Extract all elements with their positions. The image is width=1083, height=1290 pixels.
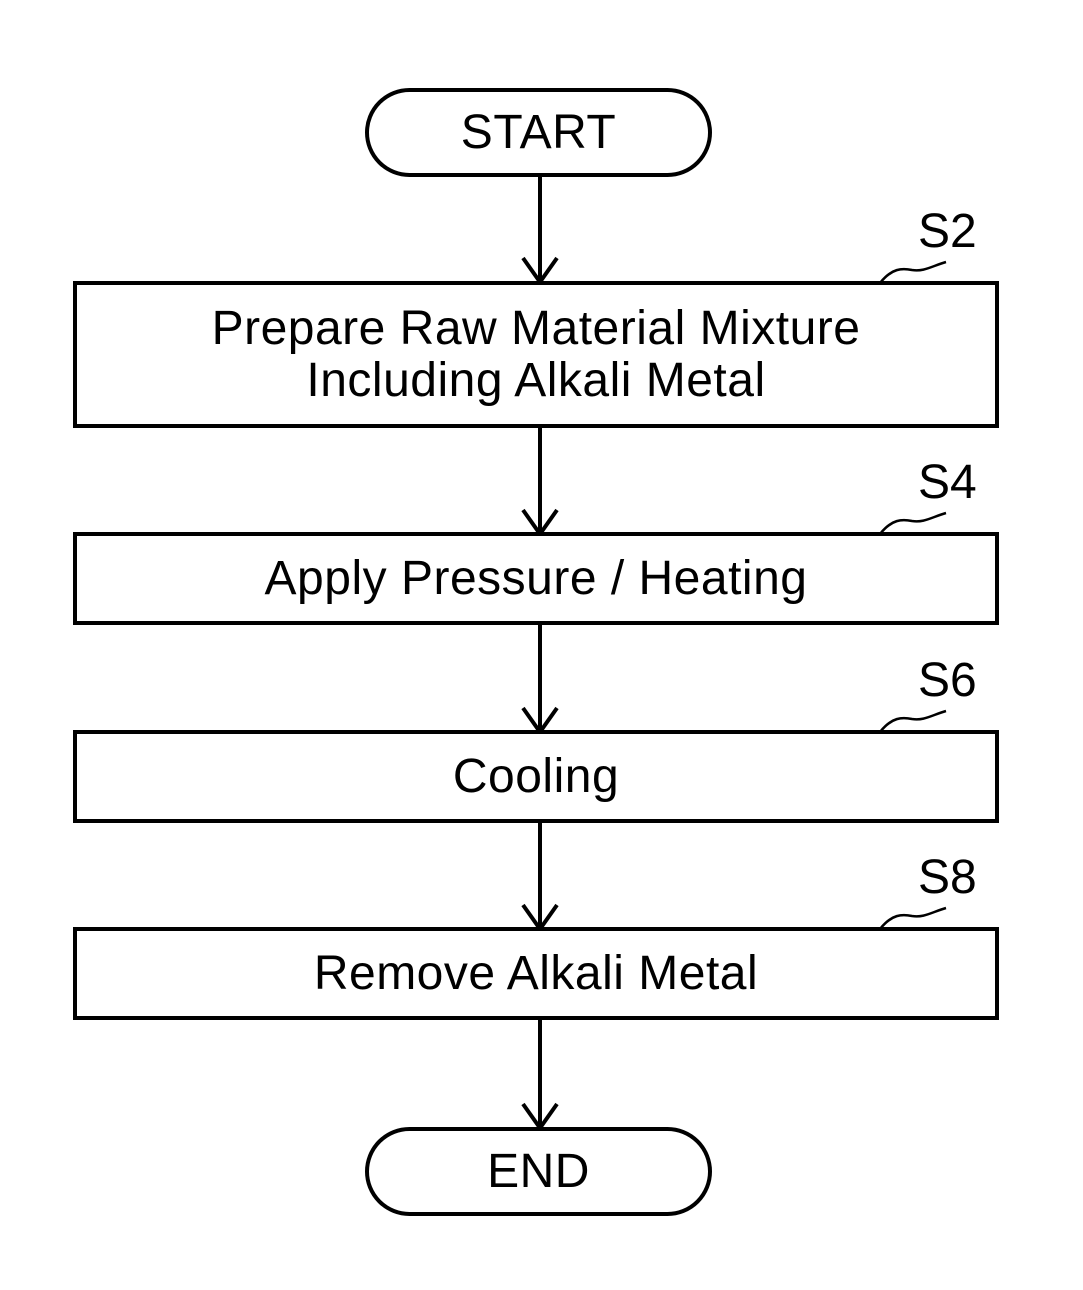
leader-s2	[880, 262, 946, 283]
leader-s8	[880, 908, 946, 929]
step-s6-line-1: Cooling	[453, 751, 619, 803]
step-id-s4: S4	[918, 459, 977, 507]
step-box-s2: Prepare Raw Material Mixture Including A…	[73, 281, 999, 428]
end-label: END	[487, 1146, 590, 1198]
leader-s4	[880, 513, 946, 534]
leader-s6	[880, 711, 946, 732]
start-terminal: START	[365, 88, 712, 177]
step-box-s8: Remove Alkali Metal	[73, 927, 999, 1020]
step-s2-line-1: Prepare Raw Material Mixture	[212, 303, 861, 355]
step-box-s4: Apply Pressure / Heating	[73, 532, 999, 625]
step-s2-line-2: Including Alkali Metal	[306, 355, 765, 407]
step-s8-line-1: Remove Alkali Metal	[314, 948, 758, 1000]
start-label: START	[461, 107, 616, 159]
step-box-s6: Cooling	[73, 730, 999, 823]
step-id-s6: S6	[918, 657, 977, 705]
end-terminal: END	[365, 1127, 712, 1216]
step-s4-line-1: Apply Pressure / Heating	[265, 553, 808, 605]
step-id-s8: S8	[918, 854, 977, 902]
step-id-s2: S2	[918, 208, 977, 256]
